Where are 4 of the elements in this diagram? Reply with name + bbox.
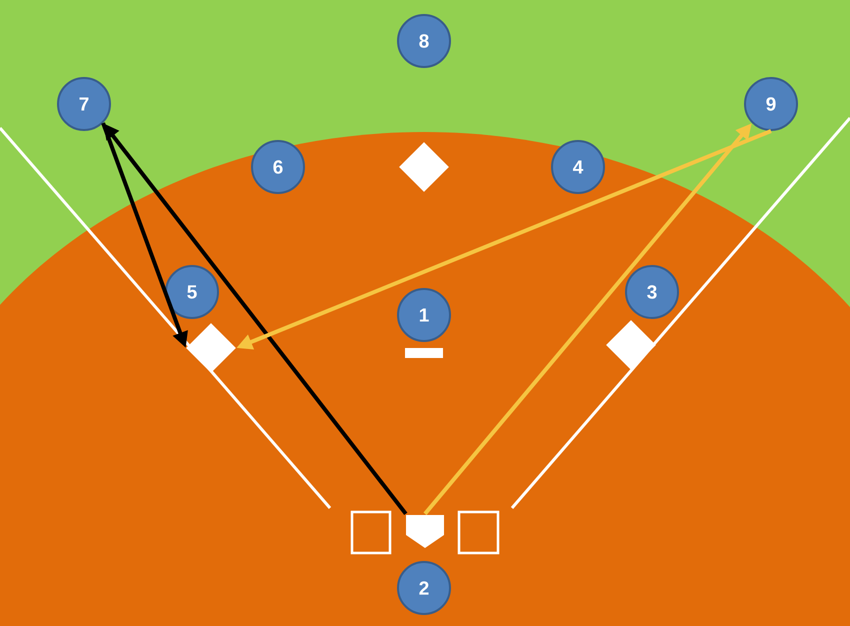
home-plate (406, 515, 444, 548)
base-diamond (399, 142, 449, 192)
base-diamond (606, 320, 656, 370)
base-diamond (186, 323, 236, 373)
